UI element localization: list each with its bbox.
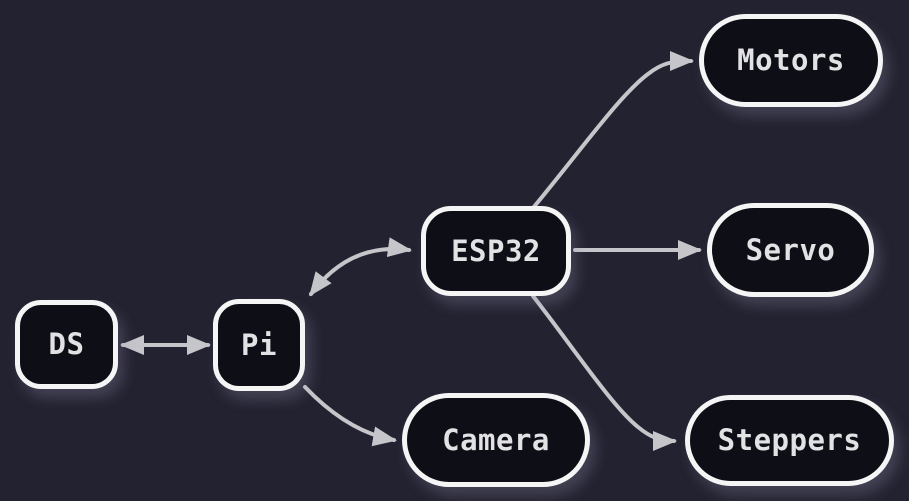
edge-pi-camera [303,385,397,447]
node-steppers-label: Steppers [717,423,862,457]
edge-esp32-steppers [531,294,677,451]
edge-pi-esp32 [309,237,412,297]
node-steppers[interactable]: Steppers [685,395,894,486]
node-camera[interactable]: Camera [402,393,590,487]
node-pi-label: Pi [241,327,277,362]
node-camera-label: Camera [442,422,550,457]
node-ds-label: DS [48,327,85,361]
edge-esp32-motors [531,51,694,210]
node-esp32-label: ESP32 [451,233,541,268]
node-motors[interactable]: Motors [699,14,883,107]
node-motors-label: Motors [737,43,845,77]
node-pi[interactable]: Pi [213,299,305,391]
node-esp32[interactable]: ESP32 [421,206,571,296]
node-servo[interactable]: Servo [707,203,874,297]
node-ds[interactable]: DS [15,300,118,389]
node-servo-label: Servo [745,232,836,267]
